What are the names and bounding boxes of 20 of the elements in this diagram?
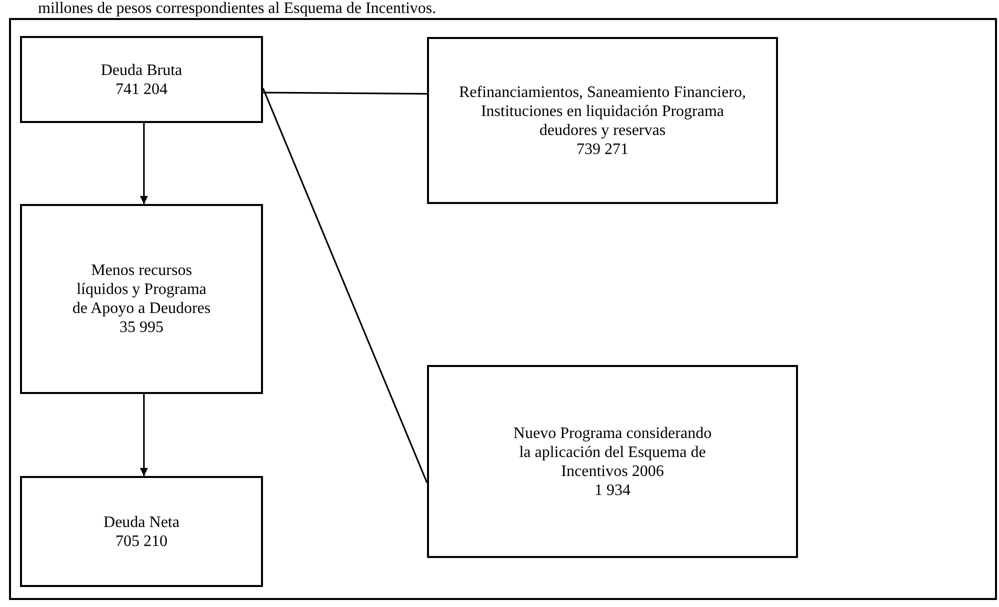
process-box [427, 365, 798, 558]
box-title: Deuda Neta [104, 512, 180, 532]
connector-line [263, 92, 427, 95]
amount-value: 739 271 [576, 140, 628, 158]
box-title: Nuevo Programa considerando la aplicación del Esquema de Incentivos 2006 [512, 424, 712, 480]
amount-value: 705 210 [116, 532, 168, 550]
process-box [20, 476, 263, 587]
amount-value: 741 204 [116, 80, 168, 98]
process-box [427, 37, 778, 204]
box-title: Refinanciamientos, Saneamiento Financiero, Instituciones en liquidación Programa deudores y reservas [458, 82, 748, 140]
process-box [20, 36, 263, 123]
box-title: Deuda Bruta [100, 60, 182, 80]
box-title: Menos recursos líquidos y Programa de Apoyo a Deudores [71, 261, 212, 318]
process-box [20, 204, 263, 394]
amount-value: 1 934 [594, 480, 630, 500]
arrow [140, 123, 148, 204]
connector-line [262, 88, 428, 484]
note-text: millones de pesos correspondientes al Esquema de Incentivos. [38, 0, 436, 17]
arrow [140, 394, 148, 476]
amount-value: 35 995 [120, 318, 164, 337]
